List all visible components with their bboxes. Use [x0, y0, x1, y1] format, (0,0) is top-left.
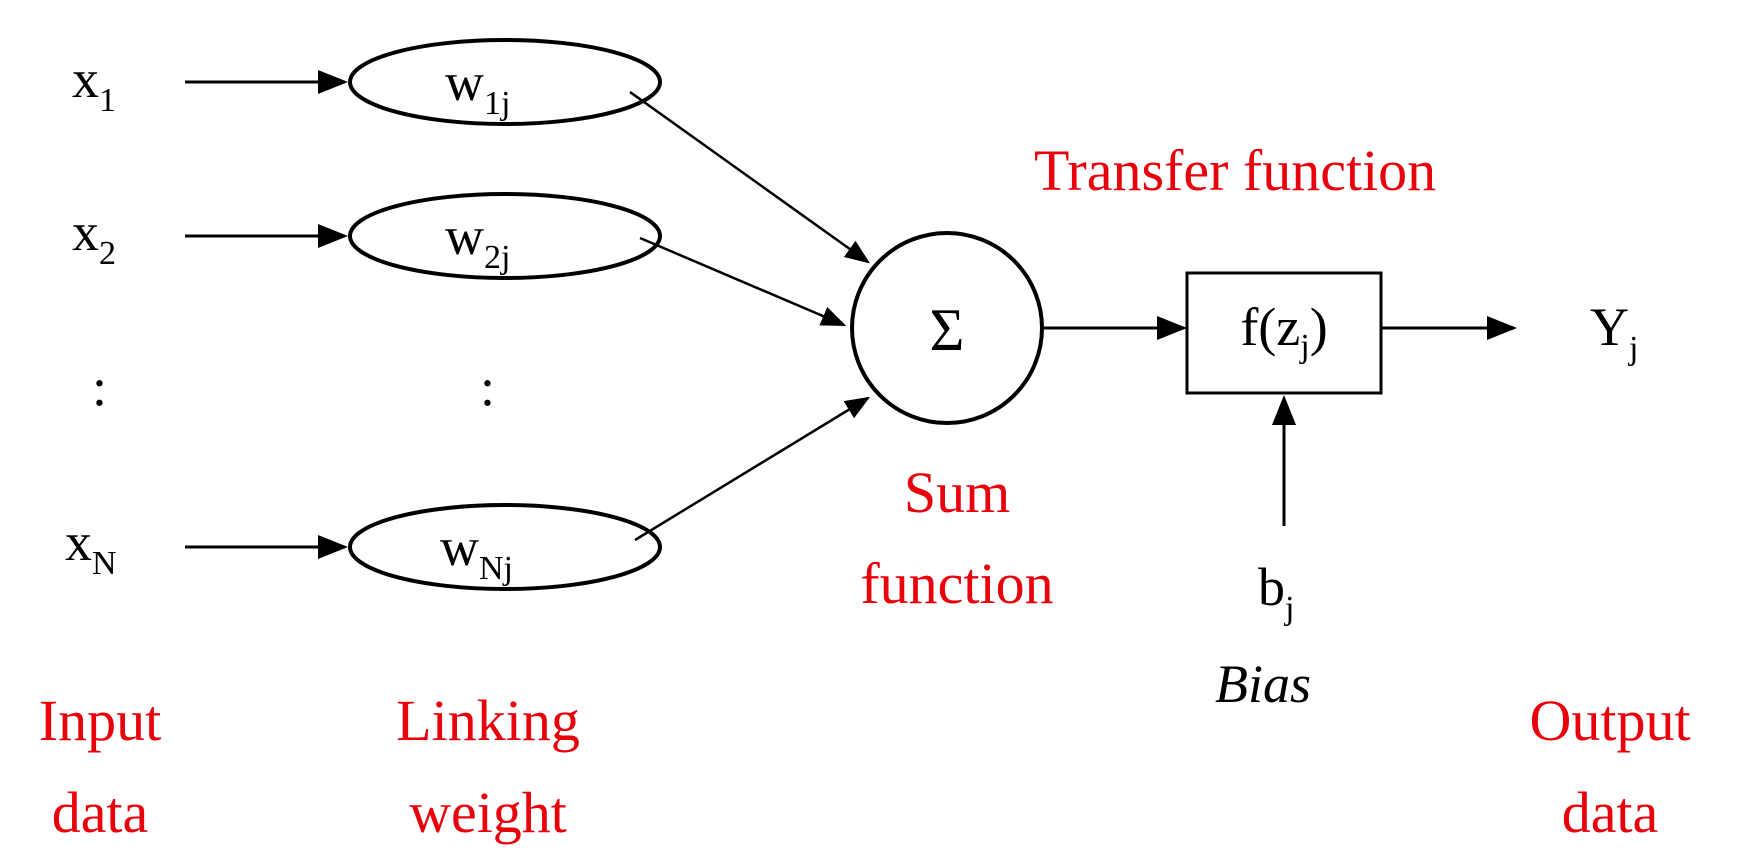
weight-to-sum-arrow-2: [639, 236, 847, 327]
weight-to-sum-arrow-N: [634, 396, 871, 542]
weight-ellipsis: :: [480, 357, 495, 417]
linking-weight-label-line2: weight: [409, 780, 567, 845]
input-ellipsis: :: [92, 357, 107, 417]
output-data-label-line2: data: [1562, 780, 1659, 845]
weight-w1j-label: w1j: [445, 52, 510, 122]
weight-node-2: [348, 192, 662, 280]
input-data-label-line1: Input: [39, 688, 161, 753]
input-data-label-line2: data: [52, 780, 149, 845]
bias-text-label: Bias: [1215, 654, 1311, 714]
output-data-label-line1: Output: [1529, 688, 1690, 753]
sum-function-label-line2: function: [860, 551, 1053, 616]
weight-wNj-label: wNj: [440, 517, 513, 587]
weight-node-1: [348, 38, 662, 126]
sum-function-label-line1: Sum: [904, 460, 1010, 525]
transfer-function-box: [1185, 271, 1383, 395]
transfer-function-title: Transfer function: [1034, 138, 1436, 203]
input-xN-label: xN: [65, 512, 117, 582]
input-x2-label: x2: [72, 202, 116, 272]
sum-symbol: Σ: [930, 297, 965, 363]
transfer-function-label: f(zj): [1240, 297, 1327, 365]
weight-to-sum-arrow-1: [629, 90, 871, 264]
output-Yj-label: Yj: [1590, 297, 1638, 367]
bias-bj-label: bj: [1258, 557, 1294, 627]
weight-w2j-label: w2j: [445, 206, 510, 276]
sum-node: [850, 231, 1044, 425]
linking-weight-label-line1: Linking: [396, 688, 580, 753]
input-x1-label: x1: [72, 49, 116, 119]
weight-node-N: [348, 503, 662, 591]
